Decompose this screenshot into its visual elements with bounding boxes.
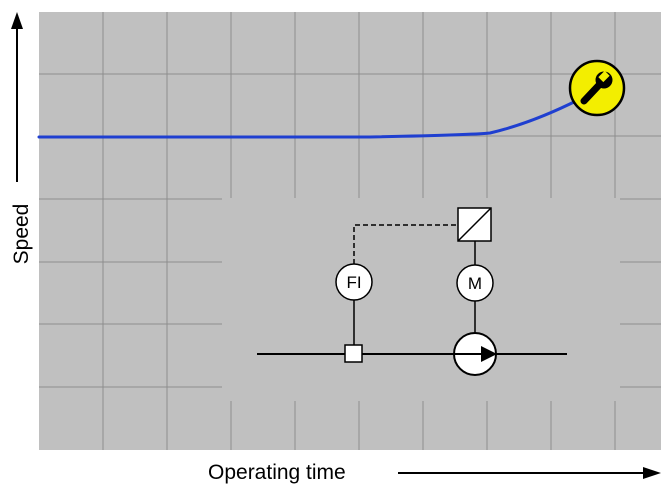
x-axis-label: Operating time [208,461,346,484]
converter-diagonal [457,207,492,242]
flow-indicator-symbol [335,263,373,301]
schematic-backdrop [222,198,620,401]
y-axis-arrowhead [11,12,23,29]
pump-icon [453,332,497,376]
speed-curve [37,98,580,139]
flow-sensor-icon [344,344,363,363]
motor-label: M [468,274,482,293]
y-axis-label: Speed [10,204,33,265]
flow-indicator-label: FI [346,273,361,292]
signal-line [353,224,458,264]
pump-schematic: FI M [257,207,567,376]
wrench-icon [568,59,626,117]
x-axis-arrowhead [643,467,661,479]
